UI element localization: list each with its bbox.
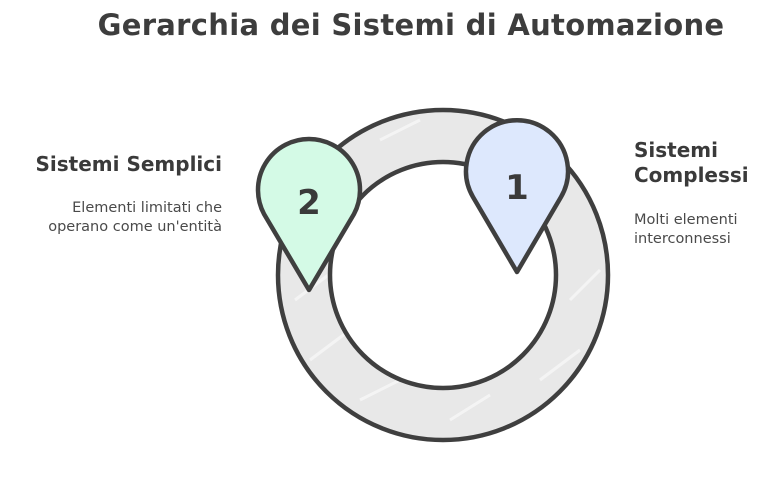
complex-systems-description: Molti elementi interconnessi [634, 212, 738, 247]
pin-number-right: 1 [505, 168, 529, 208]
pin-number-left: 2 [297, 183, 321, 223]
complex-systems-title: Sistemi Complessi [634, 138, 749, 187]
simple-systems-title: Sistemi Semplici [35, 152, 223, 176]
pin-marker-right: 1 [463, 118, 571, 275]
diagram-title: Gerarchia dei Sistemi di Automazione [97, 8, 725, 42]
pin-marker-left: 2 [255, 136, 363, 293]
simple-systems-description: Elementi limitati che operano come un'en… [48, 200, 222, 235]
